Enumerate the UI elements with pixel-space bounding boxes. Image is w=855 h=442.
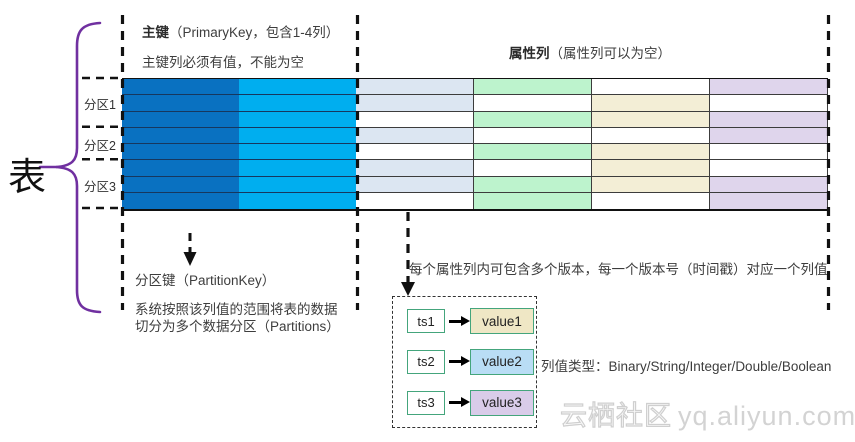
attribute-cell bbox=[710, 79, 828, 96]
value-box: value1 bbox=[470, 308, 534, 335]
attribute-cell bbox=[592, 192, 710, 209]
value-box: value3 bbox=[470, 389, 534, 416]
table-row bbox=[122, 176, 828, 193]
attribute-cell bbox=[356, 127, 474, 144]
primary-key-cell bbox=[239, 192, 356, 209]
arrow-down-icon bbox=[401, 282, 415, 296]
attribute-cell bbox=[710, 95, 828, 112]
primary-key-cell bbox=[239, 144, 356, 161]
table-title: 表 bbox=[8, 157, 47, 199]
attribute-cell bbox=[356, 95, 474, 112]
attribute-cell bbox=[356, 111, 474, 128]
attribute-columns-header-rest: （属性列可以为空） bbox=[549, 46, 672, 61]
table-row bbox=[122, 127, 828, 144]
attribute-columns-header: 属性列（属性列可以为空） bbox=[509, 42, 671, 62]
attribute-cell bbox=[592, 160, 710, 177]
attribute-cell bbox=[474, 144, 592, 161]
primary-key-cell bbox=[239, 176, 356, 193]
version-row: ts1 value1 bbox=[407, 308, 536, 335]
partition-key-description: 系统按照该列值的范围将表的数据 切分为多个数据分区（Partitions） bbox=[135, 301, 340, 335]
table-row bbox=[122, 111, 828, 128]
ts-box: ts3 bbox=[407, 390, 445, 415]
primary-key-cell bbox=[239, 111, 356, 128]
attribute-cell bbox=[356, 176, 474, 193]
partition-label-3: 分区3 bbox=[84, 180, 116, 194]
primary-key-note: 主键列必须有值，不能为空 bbox=[142, 55, 304, 70]
primary-key-cell bbox=[122, 176, 239, 193]
table-row bbox=[122, 160, 828, 177]
table-grid bbox=[122, 78, 828, 211]
attribute-cell bbox=[474, 95, 592, 112]
attribute-cell bbox=[474, 111, 592, 128]
versions-note: 每个属性列内可包含多个版本，每一个版本号（时间戳）对应一个列值 bbox=[409, 262, 828, 277]
primary-key-cell bbox=[122, 111, 239, 128]
attribute-cell bbox=[710, 176, 828, 193]
attribute-cell bbox=[474, 127, 592, 144]
value-types-note: 列值类型：Binary/String/Integer/Double/Boolea… bbox=[541, 359, 832, 374]
table-row bbox=[122, 79, 828, 96]
arrow-right-icon bbox=[449, 315, 470, 326]
attribute-cell bbox=[710, 127, 828, 144]
attribute-cell bbox=[356, 192, 474, 209]
primary-key-cell bbox=[239, 79, 356, 96]
primary-key-header: 主键（PrimaryKey，包含1-4列） bbox=[142, 21, 339, 41]
arrow-right-icon bbox=[449, 356, 470, 367]
attribute-cell bbox=[710, 192, 828, 209]
partition-label-1: 分区1 bbox=[84, 98, 116, 112]
versions-box: ts1 value1 ts2 value2 ts3 value3 bbox=[392, 296, 537, 428]
attribute-cell bbox=[592, 144, 710, 161]
table-row bbox=[122, 95, 828, 112]
primary-key-cell bbox=[122, 160, 239, 177]
attribute-cell bbox=[592, 127, 710, 144]
primary-key-cell bbox=[122, 192, 239, 209]
partition-key-title: 分区键（PartitionKey） bbox=[135, 273, 276, 288]
primary-key-header-rest: （PrimaryKey，包含1-4列） bbox=[169, 25, 340, 40]
primary-key-cell bbox=[239, 127, 356, 144]
attribute-cell bbox=[356, 160, 474, 177]
watermark-cn: 云栖社区 bbox=[559, 400, 672, 431]
attribute-cell bbox=[356, 79, 474, 96]
attribute-cell bbox=[710, 144, 828, 161]
table-row bbox=[122, 144, 828, 161]
primary-key-cell bbox=[122, 144, 239, 161]
attribute-cell bbox=[474, 192, 592, 209]
ts-box: ts2 bbox=[407, 349, 445, 374]
attribute-cell bbox=[592, 176, 710, 193]
version-row: ts2 value2 bbox=[407, 348, 536, 375]
version-row: ts3 value3 bbox=[407, 389, 536, 416]
arrow-right-icon bbox=[449, 397, 470, 408]
arrow-down-icon bbox=[183, 252, 197, 266]
attribute-cell bbox=[356, 144, 474, 161]
table-row bbox=[122, 192, 828, 209]
primary-key-cell bbox=[122, 79, 239, 96]
attribute-cell bbox=[592, 79, 710, 96]
primary-key-cell bbox=[239, 160, 356, 177]
primary-key-cell bbox=[122, 127, 239, 144]
attribute-columns-header-bold: 属性列 bbox=[509, 46, 550, 61]
primary-key-cell bbox=[239, 95, 356, 112]
value-box: value2 bbox=[470, 348, 534, 375]
ts-box: ts1 bbox=[407, 309, 445, 334]
attribute-cell bbox=[474, 160, 592, 177]
primary-key-header-bold: 主键 bbox=[142, 25, 169, 40]
partition-key-description-line2: 切分为多个数据分区（Partitions） bbox=[135, 319, 340, 334]
primary-key-cell bbox=[122, 95, 239, 112]
attribute-cell bbox=[710, 160, 828, 177]
table-brace bbox=[55, 21, 102, 314]
attribute-cell bbox=[710, 111, 828, 128]
attribute-cell bbox=[474, 79, 592, 96]
attribute-cell bbox=[474, 176, 592, 193]
attribute-cell bbox=[592, 95, 710, 112]
partition-label-2: 分区2 bbox=[84, 139, 116, 153]
attribute-cell bbox=[592, 111, 710, 128]
watermark-en: yq.aliyun.com bbox=[678, 401, 855, 431]
partition-key-description-line1: 系统按照该列值的范围将表的数据 bbox=[135, 302, 338, 317]
